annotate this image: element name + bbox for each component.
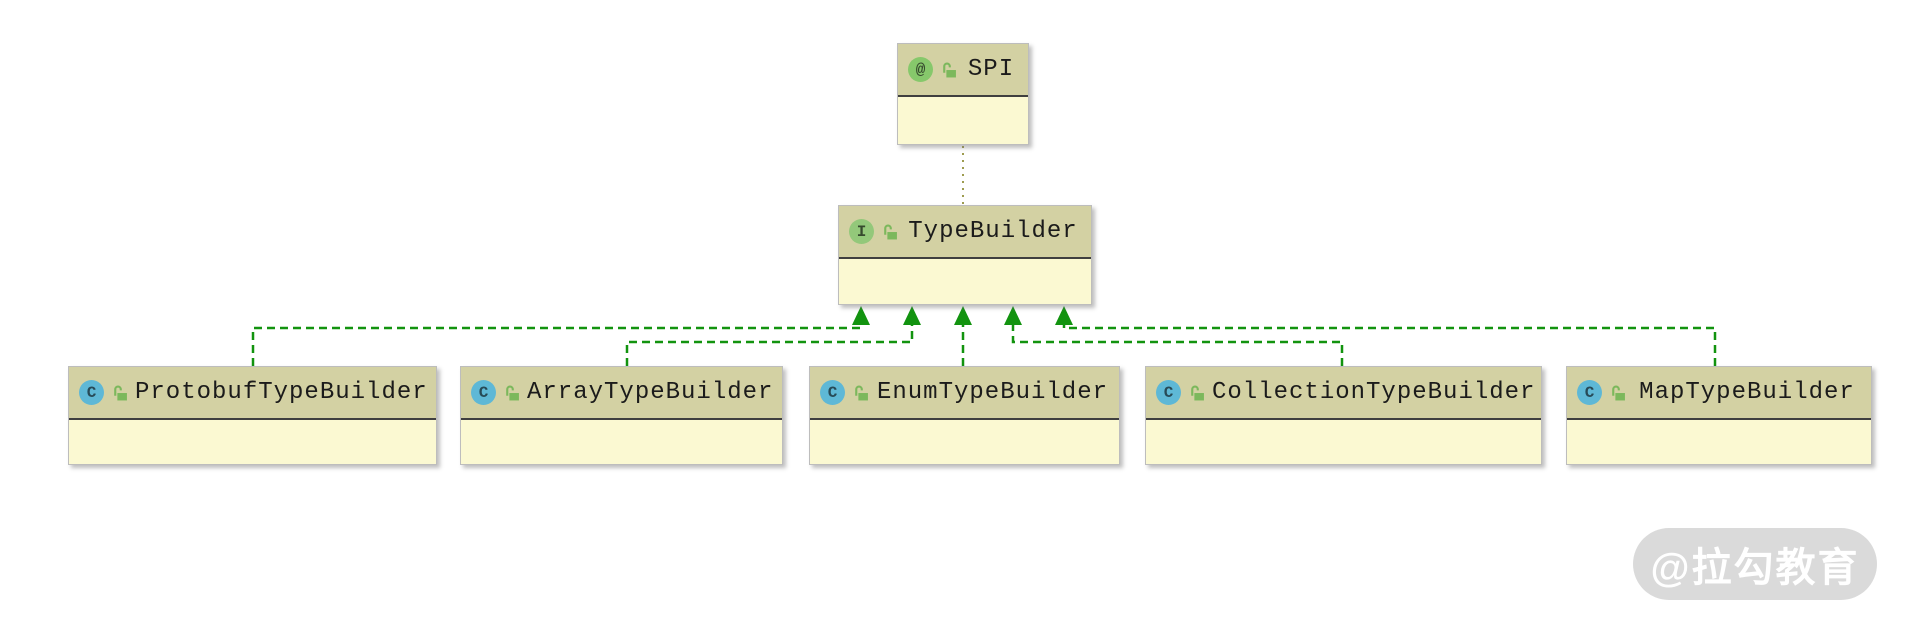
arrowhead-icon [1055,306,1073,325]
class-icon: C [79,380,104,405]
unlocked-icon [1612,385,1625,401]
edge-collection-implements-typebuilder [1011,325,1344,366]
arrowhead-icon [852,306,870,325]
node-body [461,420,782,464]
node-body [1567,420,1871,464]
unlocked-icon [506,385,519,401]
arrowhead-icon [954,306,972,325]
node-header: I TypeBuilder [839,206,1091,259]
node-enumtypebuilder[interactable]: C EnumTypeBuilder [809,366,1120,465]
node-maptypebuilder[interactable]: C MapTypeBuilder [1566,366,1872,465]
node-body [69,420,436,464]
node-label: ProtobufTypeBuilder [135,379,428,406]
unlocked-icon [884,224,897,240]
node-header: C CollectionTypeBuilder [1146,367,1541,420]
node-header: C EnumTypeBuilder [810,367,1119,420]
watermark-text: @拉勾教育 [1650,546,1860,590]
annotation-icon: @ [908,57,933,82]
edge-protobuf-implements-typebuilder [251,325,863,366]
unlocked-icon [943,62,956,78]
node-label: CollectionTypeBuilder [1212,379,1536,406]
node-label: MapTypeBuilder [1639,379,1855,406]
node-typebuilder[interactable]: I TypeBuilder [838,205,1092,305]
node-body [898,97,1028,144]
node-body [1146,420,1541,464]
class-icon: C [1156,380,1181,405]
watermark-badge: @拉勾教育 [1633,528,1877,600]
node-body [839,259,1091,304]
class-icon: C [471,380,496,405]
arrowhead-icon [1004,306,1022,325]
edge-map-implements-typebuilder [1062,325,1717,366]
node-label: TypeBuilder [908,218,1078,245]
node-label: SPI [967,56,1015,83]
unlocked-icon [855,385,868,401]
edge-array-implements-typebuilder [625,325,914,366]
node-spi[interactable]: @ SPI [897,43,1029,145]
unlocked-icon [1191,385,1204,401]
node-header: C MapTypeBuilder [1567,367,1871,420]
node-arraytypebuilder[interactable]: C ArrayTypeBuilder [460,366,783,465]
interface-icon: I [849,219,874,244]
class-icon: C [820,380,845,405]
arrowhead-icon [903,306,921,325]
node-protobuftypebuilder[interactable]: C ProtobufTypeBuilder [68,366,437,465]
node-header: @ SPI [898,44,1028,97]
node-label: ArrayTypeBuilder [527,379,774,406]
class-icon: C [1577,380,1602,405]
node-header: C ProtobufTypeBuilder [69,367,436,420]
node-collectiontypebuilder[interactable]: C CollectionTypeBuilder [1145,366,1542,465]
unlocked-icon [114,385,127,401]
node-header: C ArrayTypeBuilder [461,367,782,420]
node-label: EnumTypeBuilder [876,379,1109,406]
node-body [810,420,1119,464]
